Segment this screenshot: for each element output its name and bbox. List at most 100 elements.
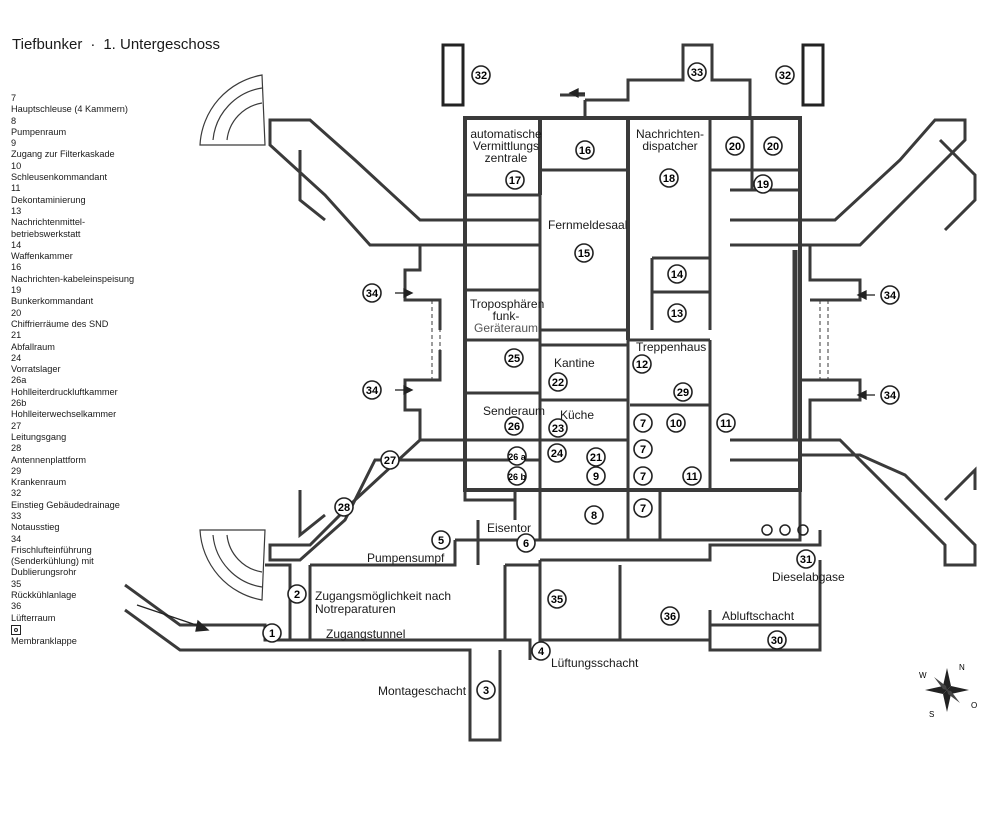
room-23-label: Küche: [560, 408, 595, 422]
room-marker-text: 11: [686, 471, 698, 483]
room-marker-circle: [767, 630, 787, 650]
title-main: Tiefbunker: [12, 36, 83, 53]
room-26-label: Senderaum: [483, 404, 546, 418]
room-marker-circle: [667, 303, 687, 323]
legend-text: Chiffrierräume des SND: [11, 318, 109, 329]
room-marker-text: 9: [593, 471, 599, 483]
legend-text: Dekontaminierung: [11, 194, 86, 205]
room-marker-text: 4: [538, 646, 545, 658]
room-marker-circle: [507, 466, 527, 486]
room-marker-circle: [584, 505, 604, 525]
room-marker-30: 30: [767, 630, 787, 650]
lueftungsschacht-label: Lüftungsschacht: [551, 656, 639, 670]
compass-w: W: [919, 671, 927, 680]
room-marker-circle: [471, 65, 491, 85]
room-marker-9: 9: [586, 466, 606, 486]
room-25-line-1: Troposphären: [470, 297, 545, 311]
room-marker-32: 32: [471, 65, 491, 85]
room-marker-circle: [547, 443, 567, 463]
room-marker-text: 30: [771, 635, 783, 647]
room-marker-text: 13: [671, 308, 683, 320]
room-marker-text: 17: [509, 175, 521, 187]
room-marker-circle: [262, 623, 282, 643]
drainage-shafts: [441, 43, 825, 107]
room-12-label: Treppenhaus: [636, 340, 707, 354]
legend-text: Frischlufteinführung (Senderkühlung) mit…: [11, 544, 94, 578]
legend-number: 10: [11, 160, 22, 171]
room-marker-circle: [667, 264, 687, 284]
room-marker-34: 34: [880, 285, 900, 305]
legend-number: 9: [11, 138, 17, 149]
legend-number: 19: [11, 285, 22, 296]
legend-text: Vorratslager: [11, 364, 61, 375]
room-17-line-3: zentrale: [484, 151, 528, 165]
room-marker-circle: [504, 348, 524, 368]
legend-text: Hauptschleuse (4 Kammern): [11, 104, 128, 115]
room-marker-25: 25: [504, 348, 524, 368]
zugang-label: Zugangsmöglichkeit nach Notreparaturen: [315, 590, 451, 616]
room-25-line-3: Geräteraum: [473, 321, 539, 335]
room-marker-text: 29: [677, 387, 689, 399]
room-marker-5: 5: [431, 530, 451, 550]
legend-number: 14: [11, 239, 22, 250]
montageschacht-label: Montageschacht: [378, 684, 467, 698]
room-marker-34: 34: [362, 283, 382, 303]
legend-number: 34: [11, 533, 22, 544]
room-marker-2: 2: [287, 584, 307, 604]
zugang-line-1: Zugangsmöglichkeit nach: [315, 589, 452, 603]
membrane-flap-icon: [11, 624, 21, 635]
legend-text: Rückkühlanlage: [11, 590, 77, 601]
room-marker-32: 32: [775, 65, 795, 85]
room-marker-19: 19: [753, 174, 773, 194]
room-15-label: Fernmeldesaal: [548, 218, 628, 232]
room-marker-27: 27: [380, 450, 400, 470]
room-marker-circle: [431, 530, 451, 550]
room-marker-text: 7: [640, 418, 646, 430]
room-marker-text: 31: [800, 554, 812, 566]
legend-number: 32: [11, 488, 22, 499]
room-marker-text: 34: [366, 385, 379, 397]
room-17-label: automatische Vermittlungs zentrale: [470, 128, 542, 164]
room-marker-circle: [548, 418, 568, 438]
legend-number: 24: [11, 352, 22, 363]
room-marker-circle: [362, 380, 382, 400]
room-marker-text: 10: [670, 418, 682, 430]
room-marker-circle: [633, 498, 653, 518]
room-marker-31: 31: [796, 549, 816, 569]
room-marker-3: 3: [476, 680, 496, 700]
legend-text: Hohlleiterdruckluftkammer: [11, 386, 118, 397]
room-marker-26: 26: [504, 416, 524, 436]
room-marker-text: 19: [757, 179, 769, 191]
legend-text: Zugang zur Filterkaskade: [11, 149, 115, 160]
room-marker-circle: [507, 446, 527, 466]
legend-number: 8: [11, 115, 17, 126]
room-marker-text: 34: [366, 288, 379, 300]
room-marker-text: 32: [779, 70, 791, 82]
room-marker-text: 25: [508, 353, 520, 365]
room-marker-circle: [504, 416, 524, 436]
room-marker-26b: 26 b: [507, 466, 527, 486]
legend-number: 36: [11, 601, 22, 612]
room-marker-26a: 26 a: [507, 446, 527, 466]
legend-text: Waffenkammer: [11, 251, 73, 262]
room-marker-text: 34: [884, 290, 897, 302]
dashed-passages: [431, 300, 829, 380]
room-marker-text: 11: [720, 418, 732, 430]
room-marker-circle: [632, 354, 652, 374]
room-marker-circle: [547, 589, 567, 609]
room-marker-text: 23: [552, 423, 564, 435]
legend-text: Antennenplattform: [11, 454, 87, 465]
room-marker-text: 2: [294, 589, 300, 601]
legend-number: 28: [11, 443, 22, 454]
compass-s: S: [929, 710, 934, 719]
legend-number: 13: [11, 205, 22, 216]
room-marker-circle: [753, 174, 773, 194]
room-marker-13: 13: [667, 303, 687, 323]
room-marker-24: 24: [547, 443, 567, 463]
legend-text: Nachrichten-kabeleinspeisung: [11, 273, 135, 284]
room-marker-36: 36: [660, 606, 680, 626]
room-marker-text: 20: [767, 141, 779, 153]
legend-number: 26a: [11, 375, 27, 386]
room-marker-33: 33: [687, 62, 707, 82]
room-marker-text: 14: [671, 269, 684, 281]
